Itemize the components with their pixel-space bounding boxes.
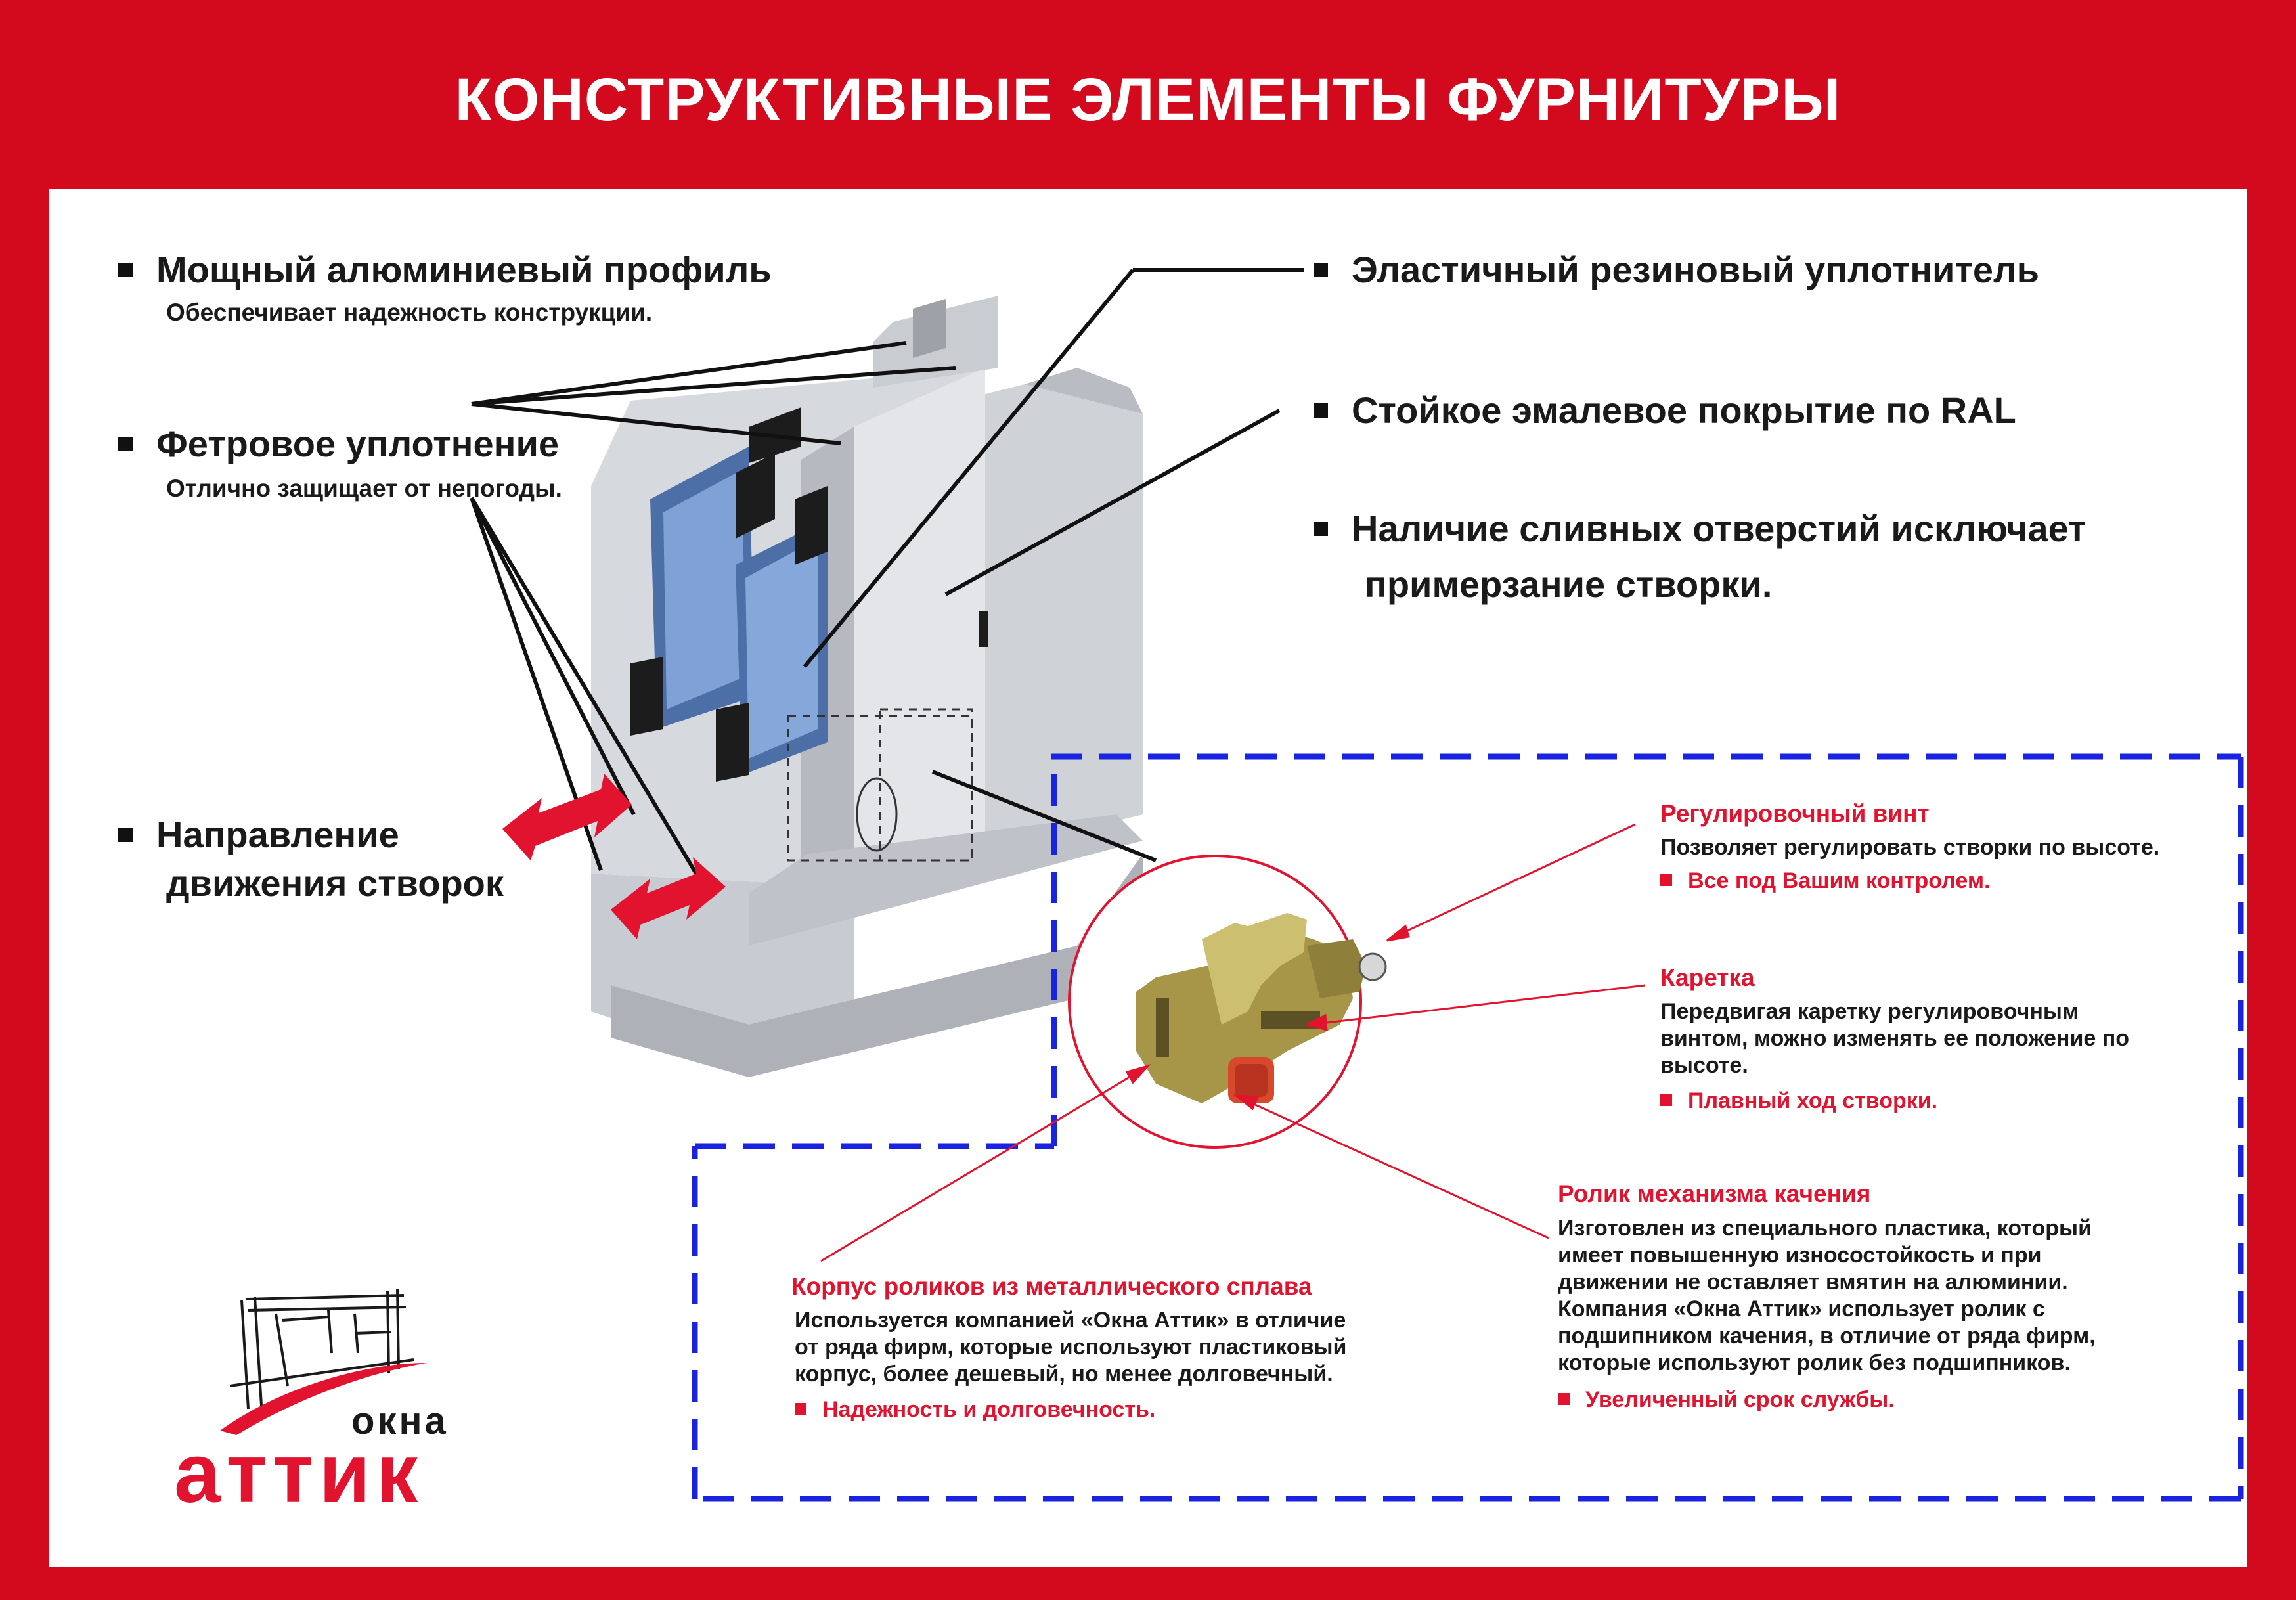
- feature-title: Направление: [156, 814, 399, 855]
- bullet-icon: [795, 1403, 806, 1415]
- detail-roller-note: Увеличенный срок службы.: [1558, 1387, 1895, 1413]
- detail-housing-body: Используется компанией «Окна Аттик» в от…: [795, 1308, 1347, 1387]
- logo-mark: [220, 1288, 427, 1435]
- bullet-icon: [1314, 403, 1328, 418]
- detail-carriage-note: Плавный ход створки.: [1660, 1088, 1937, 1114]
- detail-roller-title: Ролик механизма качения: [1558, 1180, 1871, 1207]
- detail-pointer-lines: [820, 823, 1646, 1262]
- feature-ral-coating: Стойкое эмалевое покрытие по RAL: [1314, 389, 2016, 432]
- feature-title: Фетровое уплотнение: [156, 423, 560, 464]
- feature-title: Эластичный резиновый уплотнитель: [1352, 249, 2040, 290]
- window-profile-illustration: [591, 296, 1143, 1077]
- feature-felt-seal: Фетровое уплотнение: [118, 422, 559, 465]
- feature-drain-holes: Наличие сливных отверстий исключает: [1314, 507, 2086, 550]
- pointer-lines: [470, 268, 1304, 875]
- feature-title: Мощный алюминиевый профиль: [156, 249, 772, 290]
- feature-aluminium-profile: Мощный алюминиевый профиль: [118, 248, 772, 291]
- logo-wordmark-large: аттик: [174, 1427, 424, 1521]
- feature-movement-direction: Направление: [118, 813, 399, 856]
- bullet-icon: [118, 828, 133, 843]
- bullet-icon: [1314, 263, 1328, 278]
- detail-screw-note: Все под Вашим контролем.: [1660, 868, 1990, 894]
- bullet-icon: [1314, 522, 1328, 537]
- bullet-icon: [1558, 1393, 1570, 1406]
- detail-carriage-title: Каретка: [1660, 964, 1755, 991]
- feature-title: Наличие сливных отверстий исключает: [1352, 508, 2086, 549]
- detail-carriage-body: Передвигая каретку регулировочным винтом…: [1660, 999, 2130, 1078]
- feature-title-line2: движения створок: [166, 862, 504, 904]
- bullet-icon: [118, 437, 133, 452]
- bullet-icon: [1660, 874, 1672, 887]
- note-text: Все под Вашим контролем.: [1688, 868, 1991, 893]
- note-text: Надежность и долговечность.: [822, 1397, 1156, 1422]
- feature-title: Стойкое эмалевое покрытие по RAL: [1352, 389, 2016, 431]
- detail-callout-frame: [692, 753, 2244, 1502]
- feature-title-line2: примерзание створки.: [1365, 564, 1773, 605]
- detail-screw-title: Регулировочный винт: [1660, 800, 1930, 827]
- detail-housing-title: Корпус роликов из металлического сплава: [791, 1273, 1312, 1300]
- note-text: Плавный ход створки.: [1688, 1088, 1938, 1113]
- carriage-detail-magnifier: [1068, 855, 1387, 1149]
- feature-subtitle: Обеспечивает надежность конструкции.: [166, 299, 653, 326]
- bullet-icon: [118, 263, 133, 278]
- detail-roller-body: Изготовлен из специального пластика, кот…: [1558, 1216, 2096, 1375]
- feature-subtitle: Отлично защищает от непогоды.: [166, 475, 562, 502]
- note-text: Увеличенный срок службы.: [1585, 1387, 1895, 1412]
- movement-arrows: [502, 774, 726, 939]
- feature-rubber-seal: Эластичный резиновый уплотнитель: [1314, 248, 2039, 291]
- page-title: КОНСТРУКТИВНЫЕ ЭЛЕМЕНТЫ ФУРНИТУРЫ: [454, 66, 1842, 133]
- detail-screw-body: Позволяет регулировать створки по высоте…: [1660, 835, 2160, 860]
- bullet-icon: [1660, 1094, 1672, 1107]
- logo-wordmark-small: окна: [351, 1400, 449, 1442]
- detail-housing-note: Надежность и долговечность.: [795, 1397, 1155, 1423]
